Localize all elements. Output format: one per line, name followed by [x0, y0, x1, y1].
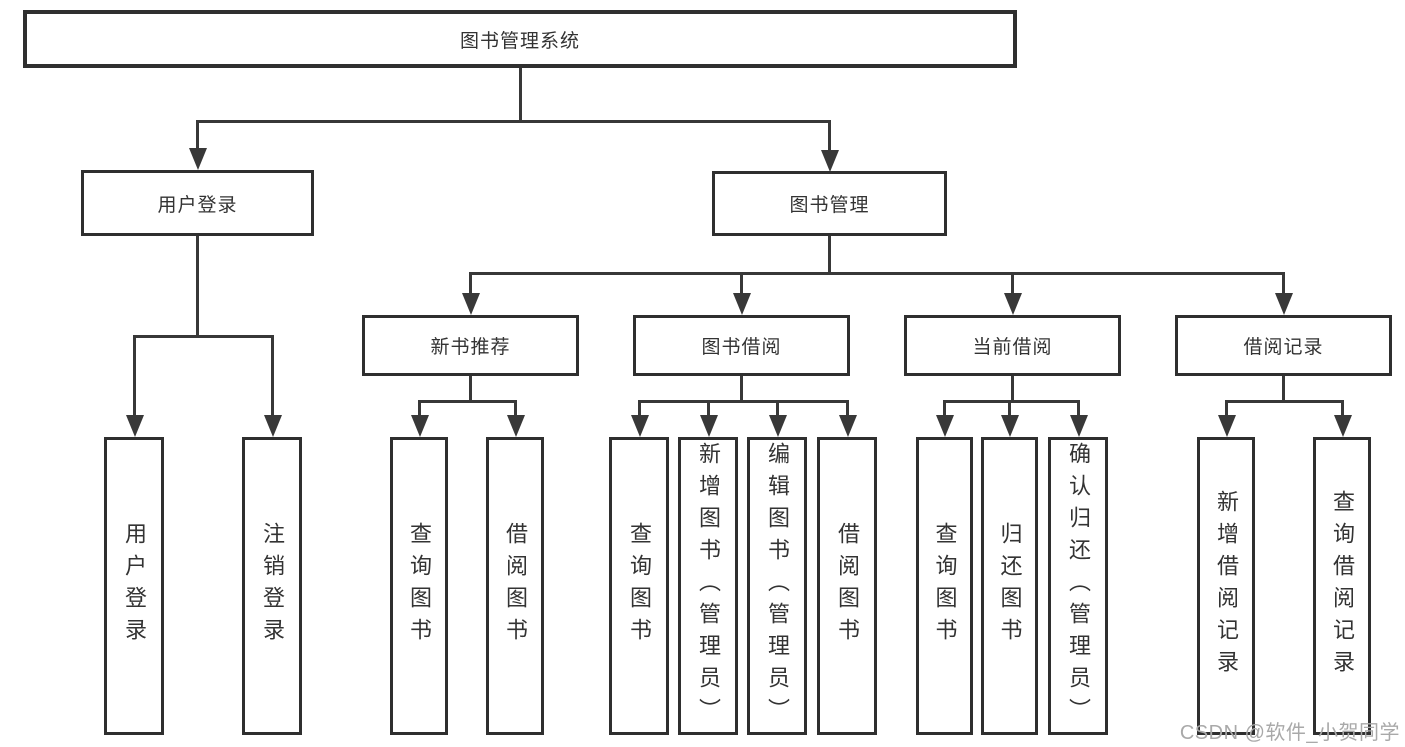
arrow-down [1077, 400, 1080, 415]
leaf-return-books: 归还图书 [981, 437, 1038, 735]
arrow-down [418, 400, 421, 415]
node-label: 查询借阅记录 [1330, 490, 1355, 682]
node-label: 借阅记录 [1243, 337, 1324, 358]
arrow-down [740, 272, 743, 293]
connector-line [1282, 373, 1285, 402]
leaf-query-books-recommend: 查询图书 [390, 437, 448, 735]
node-label: 用户登录 [157, 194, 238, 216]
arrow-down [1341, 400, 1344, 415]
node-label: 图书管理系统 [459, 30, 580, 52]
connector-line [133, 335, 274, 338]
node-label: 图书借阅 [701, 337, 782, 358]
node-label: 借阅图书 [835, 522, 860, 650]
node-label: 查询图书 [407, 522, 432, 650]
node-label: 注销登录 [260, 522, 285, 650]
arrow-down [133, 335, 136, 415]
leaf-query-books-current: 查询图书 [916, 437, 973, 735]
node-new-book-recommendation: 新书推荐 [362, 315, 579, 376]
arrow-down [271, 335, 274, 415]
connector-line [1011, 373, 1014, 402]
arrow-down [638, 400, 641, 415]
connector-line [469, 272, 1285, 275]
node-library-system: 图书管理系统 [23, 10, 1017, 68]
leaf-logout: 注销登录 [242, 437, 302, 735]
node-label: 图书管理 [789, 195, 870, 216]
arrow-down [514, 400, 517, 415]
leaf-add-book-admin: 新增图书（管理员） [678, 437, 738, 735]
arrow-down [776, 400, 779, 415]
arrow-down [828, 120, 831, 150]
arrow-down [943, 400, 946, 415]
leaf-confirm-return-admin: 确认归还（管理员） [1048, 437, 1108, 735]
node-current-borrowing: 当前借阅 [904, 315, 1121, 376]
node-book-management: 图书管理 [712, 171, 947, 236]
leaf-user-login: 用户登录 [104, 437, 164, 735]
arrow-down [1282, 272, 1285, 293]
connector-line [828, 236, 831, 274]
leaf-borrow-books-recommend: 借阅图书 [486, 437, 544, 735]
connector-line [1225, 400, 1344, 403]
node-book-borrowing: 图书借阅 [633, 315, 850, 376]
node-label: 查询图书 [627, 522, 652, 650]
arrow-down [846, 400, 849, 415]
node-borrowing-records: 借阅记录 [1175, 315, 1392, 376]
arrow-down [707, 400, 710, 415]
arrow-down [1011, 272, 1014, 293]
node-label: 编辑图书（管理员） [765, 442, 790, 730]
leaf-borrow-books-borrowing: 借阅图书 [817, 437, 877, 735]
connector-line [943, 400, 1080, 403]
connector-line [638, 400, 849, 403]
csdn-watermark: CSDN @软件_小贺同学 [1179, 722, 1400, 744]
leaf-edit-book-admin: 编辑图书（管理员） [747, 437, 807, 735]
connector-line [519, 68, 522, 121]
arrow-down [196, 120, 199, 148]
node-label: 新增图书（管理员） [696, 442, 721, 730]
connector-line [469, 373, 472, 402]
connector-line [196, 236, 199, 337]
leaf-add-borrow-record: 新增借阅记录 [1197, 437, 1255, 735]
node-label: 确认归还（管理员） [1066, 442, 1091, 730]
node-label: 查询图书 [932, 522, 958, 650]
connector-line [196, 120, 831, 123]
node-label: 归还图书 [997, 522, 1023, 650]
arrow-down [1225, 400, 1228, 415]
leaf-query-books-borrowing: 查询图书 [609, 437, 669, 735]
connector-line [740, 373, 743, 402]
leaf-query-borrow-record: 查询借阅记录 [1313, 437, 1371, 735]
node-label: 借阅图书 [503, 522, 528, 650]
node-user-login: 用户登录 [81, 170, 314, 236]
node-label: 当前借阅 [972, 337, 1053, 358]
connector-line [418, 400, 517, 403]
node-label: 新增借阅记录 [1214, 490, 1239, 682]
arrow-down [1008, 400, 1011, 415]
node-label: 用户登录 [122, 522, 147, 650]
arrow-down [469, 272, 472, 293]
node-label: 新书推荐 [430, 337, 511, 358]
